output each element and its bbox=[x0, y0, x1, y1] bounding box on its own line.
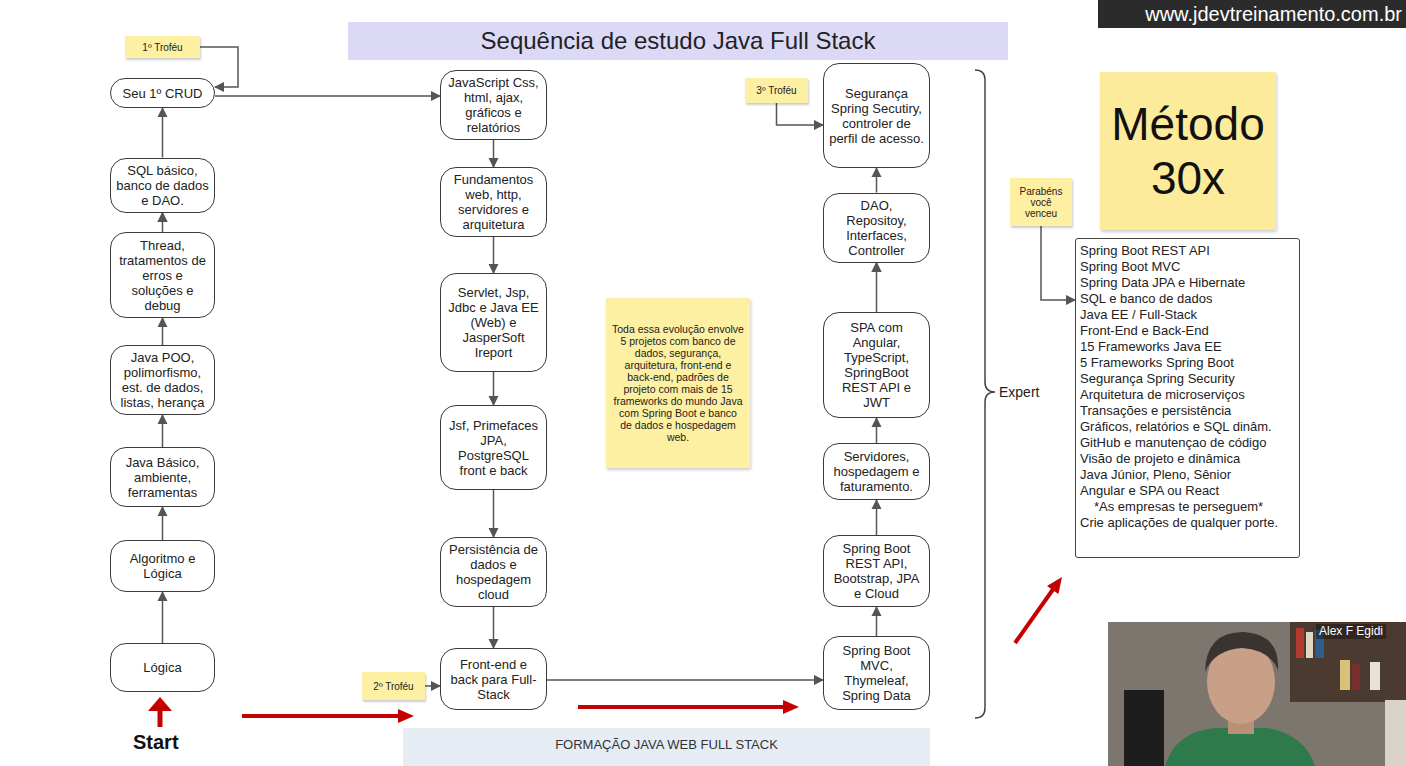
node-text: Lógica bbox=[143, 660, 181, 675]
bracket-label: Expert bbox=[999, 384, 1039, 400]
watermark: www.jdevtreinamento.com.br bbox=[1098, 0, 1406, 28]
node-text: Segurança Spring Secutiry, controler de … bbox=[829, 86, 924, 146]
diagram-title: Sequência de estudo Java Full Stack bbox=[348, 22, 1008, 60]
node-text: Java POO, polimorfismo, est. de dados, l… bbox=[116, 350, 209, 410]
method-note: Método 30x bbox=[1100, 72, 1276, 230]
list-item: Spring Data JPA e Hibernate bbox=[1080, 275, 1245, 291]
node-text: Parabéns você venceu bbox=[1013, 186, 1069, 219]
list-item: Spring Boot MVC bbox=[1080, 259, 1180, 275]
node-text: Servidores, hospedagem e faturamento. bbox=[829, 449, 924, 494]
process-box: Front-end e back para Full-Stack bbox=[440, 648, 547, 710]
flow-arrow bbox=[162, 213, 164, 233]
node-text: JavaScript Css, html, ajax, gráficos e r… bbox=[446, 75, 541, 135]
list-item: SQL e banco de dados bbox=[1080, 291, 1213, 307]
node-text: Thread, tratamentos de erros e soluções … bbox=[116, 238, 209, 313]
process-box: Spring Boot REST API, Bootstrap, JPA e C… bbox=[823, 535, 930, 607]
node-text: Java Básico, ambiente, ferramentas bbox=[116, 455, 209, 500]
flow-arrow bbox=[493, 607, 495, 648]
list-item: Crie aplicações de qualquer porte. bbox=[1080, 515, 1278, 531]
process-box: Java POO, polimorfismo, est. de dados, l… bbox=[110, 345, 215, 415]
process-box: Persistência de dados e hospedagem cloud bbox=[440, 537, 547, 607]
list-item: Visão de projeto e dinâmica bbox=[1080, 451, 1240, 467]
node-text: Spring Boot MVC, Thymeleaf, Spring Data bbox=[829, 643, 924, 703]
flow-arrow bbox=[493, 140, 495, 167]
node-text: Servlet, Jsp, Jdbc e Java EE (Web) e Jas… bbox=[446, 285, 541, 360]
node-text: Front-end e back para Full-Stack bbox=[446, 657, 541, 702]
process-box: Algoritmo e Lógica bbox=[110, 540, 215, 592]
process-box: Fundamentos web, http, servidores e arqu… bbox=[440, 167, 547, 237]
flow-arrow bbox=[876, 168, 878, 193]
node-text: SPA com Angular, TypeScript, SpringBoot … bbox=[829, 320, 924, 410]
node-text: Toda essa evolução envolve 5 projetos co… bbox=[612, 323, 744, 443]
process-box: Java Básico, ambiente, ferramentas bbox=[110, 447, 215, 507]
flow-arrow bbox=[876, 263, 878, 313]
flow-arrow bbox=[162, 318, 164, 345]
list-item: GitHub e manutençao de código bbox=[1080, 435, 1266, 451]
list-item: Transações e persistência bbox=[1080, 403, 1231, 419]
flow-arrow bbox=[215, 95, 440, 97]
trophy-note: 2º Troféu bbox=[362, 672, 425, 700]
list-item: 5 Frameworks Spring Boot bbox=[1080, 355, 1234, 371]
process-box: Servlet, Jsp, Jdbc e Java EE (Web) e Jas… bbox=[440, 273, 547, 372]
flow-arrow bbox=[876, 500, 878, 535]
process-box: DAO, Repositoy, Interfaces, Controller bbox=[823, 193, 930, 263]
trophy-note: 1º Troféu bbox=[125, 36, 200, 58]
list-item: Front-End e Back-End bbox=[1080, 323, 1209, 339]
list-item: Segurança Spring Security bbox=[1080, 371, 1235, 387]
process-box: Seu 1º CRUD bbox=[110, 78, 215, 108]
node-text: 2º Troféu bbox=[373, 681, 413, 692]
node-text: DAO, Repositoy, Interfaces, Controller bbox=[829, 198, 924, 258]
flow-arrow bbox=[777, 103, 824, 125]
process-box: Spring Boot MVC, Thymeleaf, Spring Data bbox=[823, 636, 930, 710]
process-box: Segurança Spring Secutiry, controler de … bbox=[823, 63, 930, 168]
list-item: Java EE / Full-Stack bbox=[1080, 307, 1197, 323]
list-item: 15 Frameworks Java EE bbox=[1080, 339, 1222, 355]
start-label: Start bbox=[133, 730, 179, 754]
list-item: Spring Boot REST API bbox=[1080, 243, 1210, 259]
node-text: SQL básico, banco de dados e DAO. bbox=[116, 163, 209, 208]
flow-arrow bbox=[547, 679, 823, 681]
node-text: 3º Troféu bbox=[756, 85, 796, 96]
trophy-note: 3º Troféu bbox=[745, 78, 808, 103]
node-text: Spring Boot REST API, Bootstrap, JPA e C… bbox=[829, 541, 924, 601]
flow-arrow bbox=[162, 415, 164, 447]
diagram-caption: FORMAÇÃO JAVA WEB FULL STACK bbox=[403, 728, 930, 766]
list-box: Spring Boot REST APISpring Boot MVCSprin… bbox=[1075, 238, 1300, 558]
process-box: Lógica bbox=[110, 643, 215, 692]
node-text: Seu 1º CRUD bbox=[123, 86, 203, 101]
process-box: Servidores, hospedagem e faturamento. bbox=[823, 443, 930, 500]
list-item: *As empresas te perseguem* bbox=[1080, 499, 1263, 515]
list-item: Gráficos, relatórios e SQL dinâm. bbox=[1080, 419, 1272, 435]
sticky-note: Toda essa evolução envolve 5 projetos co… bbox=[606, 298, 750, 468]
presenter-name: Alex F Egidi bbox=[1316, 624, 1386, 639]
trophy-note: Parabéns você venceu bbox=[1010, 178, 1072, 226]
process-box: JavaScript Css, html, ajax, gráficos e r… bbox=[440, 70, 547, 140]
flow-arrow bbox=[162, 507, 164, 540]
process-box: SQL básico, banco de dados e DAO. bbox=[110, 158, 215, 213]
flow-arrow bbox=[876, 418, 878, 443]
node-text: Fundamentos web, http, servidores e arqu… bbox=[446, 172, 541, 232]
flow-arrow bbox=[162, 592, 164, 643]
expert-bracket bbox=[975, 70, 995, 718]
flow-arrow bbox=[493, 372, 495, 405]
flow-arrow bbox=[1041, 226, 1075, 300]
list-item: Arquitetura de microserviços bbox=[1080, 387, 1245, 403]
process-box: Thread, tratamentos de erros e soluções … bbox=[110, 232, 215, 318]
node-text: Algoritmo e Lógica bbox=[116, 551, 209, 581]
flow-arrow bbox=[493, 237, 495, 273]
node-text: Método 30x bbox=[1104, 97, 1272, 205]
process-box: SPA com Angular, TypeScript, SpringBoot … bbox=[823, 312, 930, 418]
node-text: Persistência de dados e hospedagem cloud bbox=[446, 542, 541, 602]
list-item: Java Júnior, Pleno, Sênior bbox=[1080, 467, 1231, 483]
flow-arrow bbox=[493, 490, 495, 537]
process-box: Jsf, Primefaces JPA, PostgreSQL front e … bbox=[440, 405, 547, 490]
flow-arrow bbox=[876, 607, 878, 636]
node-text: 1º Troféu bbox=[142, 42, 182, 53]
list-item: Angular e SPA ou React bbox=[1080, 483, 1219, 499]
webcam-photo bbox=[1108, 622, 1406, 766]
flow-arrow bbox=[425, 685, 440, 687]
node-text: Jsf, Primefaces JPA, PostgreSQL front e … bbox=[446, 418, 541, 478]
flow-arrow bbox=[162, 108, 164, 158]
